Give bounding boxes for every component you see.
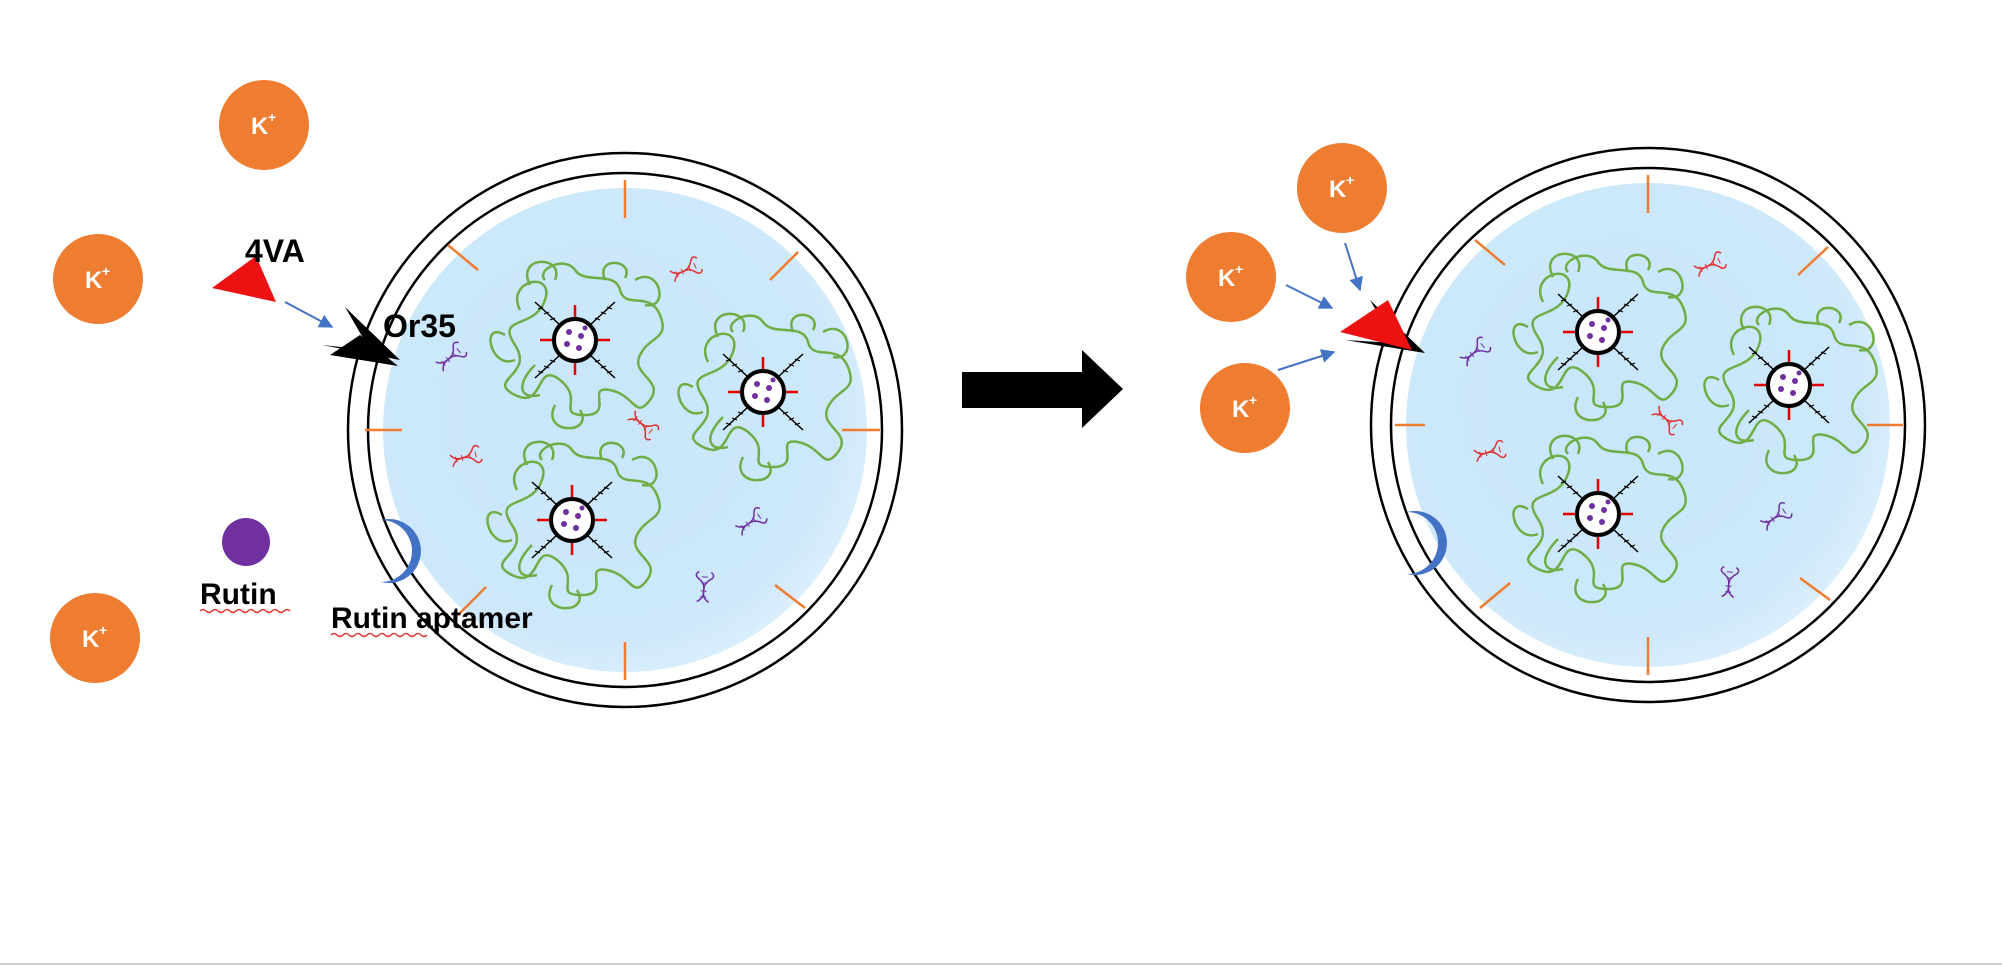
ligand-4va xyxy=(212,256,276,302)
k-ion-5: K + xyxy=(1186,232,1276,322)
k-ion-6: K + xyxy=(1200,363,1290,453)
svg-text:+: + xyxy=(1346,172,1354,188)
svg-text:K: K xyxy=(82,626,100,653)
rutin-aptamer xyxy=(381,519,421,583)
right-cell xyxy=(1340,146,1927,704)
or35-receptor xyxy=(322,307,400,360)
k-ion-3: K + xyxy=(50,593,140,683)
svg-text:K: K xyxy=(1329,176,1347,203)
svg-text:K: K xyxy=(251,113,269,140)
ion-influx-arrow xyxy=(1285,284,1334,309)
rutin-label: Rutin xyxy=(200,578,277,611)
ion-influx-arrow xyxy=(1277,349,1336,371)
ligand-4va-label: 4VA xyxy=(245,233,305,269)
k-ion-4: K + xyxy=(1297,143,1387,233)
left-cell-cytoplasm xyxy=(383,188,867,672)
k-ion-2: K + xyxy=(53,234,143,324)
left-cell xyxy=(322,151,904,709)
svg-text:+: + xyxy=(1235,261,1243,277)
binding-arrow xyxy=(284,301,334,328)
svg-text:+: + xyxy=(99,622,107,638)
svg-text:K: K xyxy=(1232,396,1250,423)
k-ion-1: K + xyxy=(219,80,309,170)
right-cell-pores xyxy=(1395,175,1903,675)
left-cell-pores xyxy=(365,180,880,680)
or35-receptor-shadow xyxy=(330,335,398,366)
svg-text:K: K xyxy=(1218,265,1236,292)
rutin-aptamer-right xyxy=(1407,511,1447,575)
transition-arrow xyxy=(962,350,1123,428)
spellcheck-underline xyxy=(330,632,428,638)
ligand-4va-bound xyxy=(1340,300,1412,350)
rutin-molecule xyxy=(222,518,270,566)
svg-text:+: + xyxy=(102,263,110,279)
rutin-aptamer-label: Rutin aptamer xyxy=(331,602,533,635)
svg-text:+: + xyxy=(268,109,276,125)
svg-text:+: + xyxy=(1249,392,1257,408)
spellcheck-underline xyxy=(199,608,291,614)
right-cell-cytoplasm xyxy=(1406,183,1890,667)
ion-influx-arrow xyxy=(1344,242,1363,292)
svg-text:K: K xyxy=(85,267,103,294)
or35-label: Or35 xyxy=(383,308,456,344)
